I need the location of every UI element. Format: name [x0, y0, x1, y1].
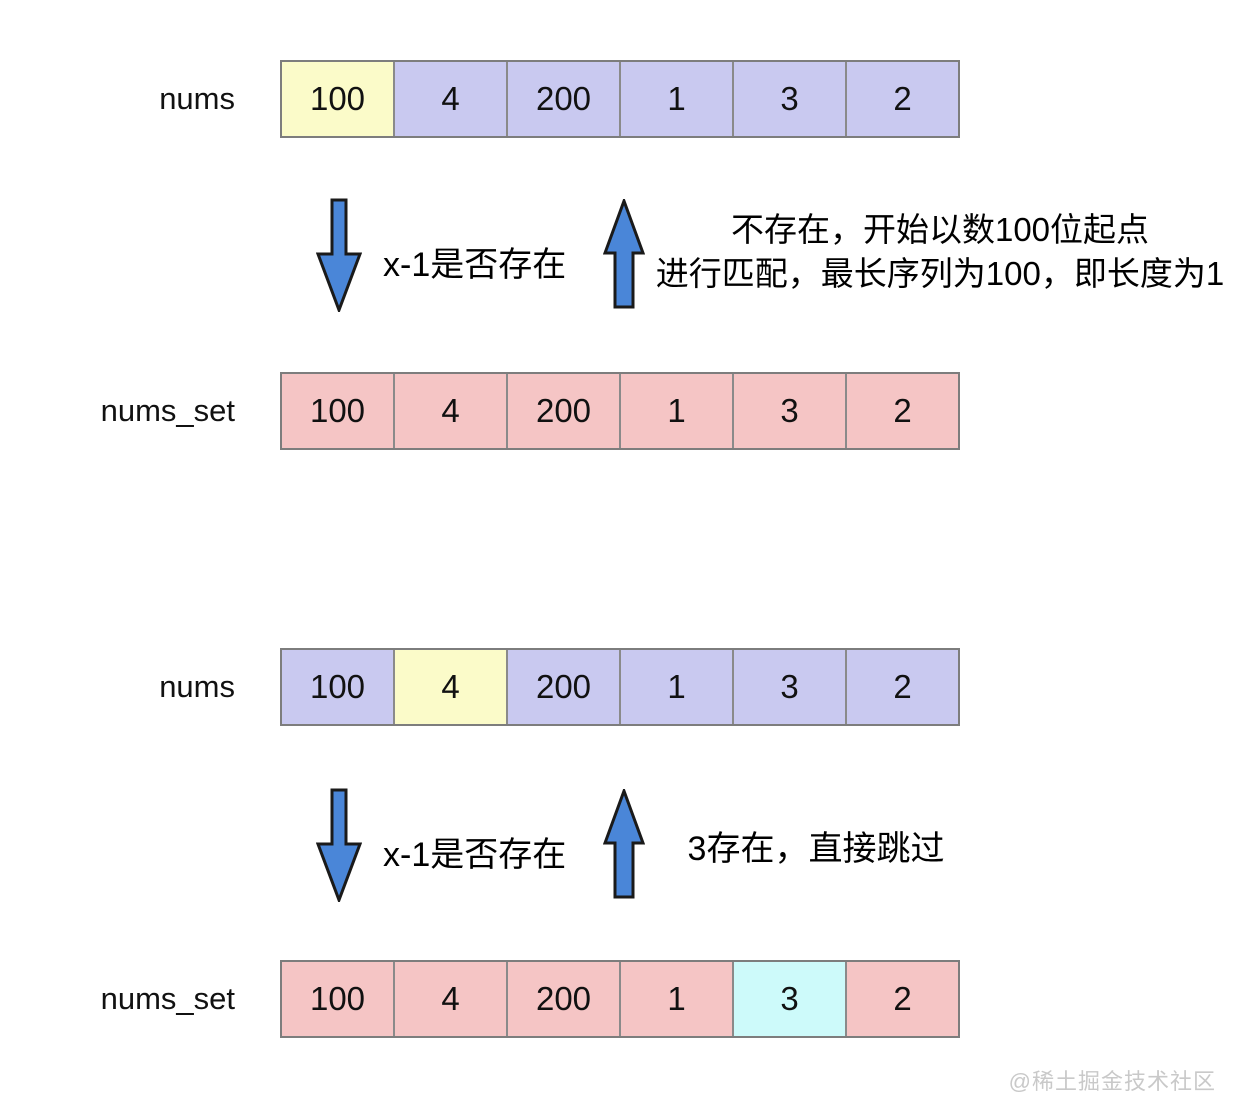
note-line: 不存在，开始以数100位起点 — [730, 211, 1150, 248]
down-arrow-label-2: x-1是否存在 — [383, 836, 567, 874]
watermark: @稀土掘金技术社区 — [1008, 1069, 1216, 1094]
array-cell: 2 — [845, 962, 958, 1036]
array-cell: 100 — [282, 62, 393, 136]
array-cell: 1 — [619, 650, 732, 724]
note-line: 3存在，直接跳过 — [687, 830, 945, 868]
array-label-nums-2: nums — [159, 669, 235, 704]
array-nums-1: 100 4 200 1 3 2 — [280, 60, 960, 138]
note-line: 进行匹配，最长序列为100，即长度为1 — [655, 255, 1225, 292]
array-cell: 200 — [506, 374, 619, 448]
array-cell: 3 — [732, 62, 845, 136]
array-cell: 200 — [506, 62, 619, 136]
array-nums-set-1: 100 4 200 1 3 2 — [280, 372, 960, 450]
array-cell: 3 — [732, 650, 845, 724]
array-nums-2: 100 4 200 1 3 2 — [280, 648, 960, 726]
array-label-nums-set-1: nums_set — [100, 393, 235, 428]
array-cell: 4 — [393, 650, 506, 724]
array-cell: 1 — [619, 962, 732, 1036]
array-cell: 3 — [732, 962, 845, 1036]
array-cell: 100 — [282, 962, 393, 1036]
array-cell: 1 — [619, 62, 732, 136]
array-cell: 200 — [506, 962, 619, 1036]
up-arrow-note-1: 不存在，开始以数100位起点 进行匹配，最长序列为100，即长度为1 — [655, 208, 1225, 296]
down-arrow-icon — [316, 788, 362, 902]
array-cell: 3 — [732, 374, 845, 448]
down-arrow-label-1: x-1是否存在 — [383, 246, 567, 284]
array-cell: 100 — [282, 374, 393, 448]
array-label-nums-set-2: nums_set — [100, 981, 235, 1016]
array-cell: 4 — [393, 62, 506, 136]
array-cell: 2 — [845, 374, 958, 448]
array-cell: 2 — [845, 62, 958, 136]
array-cell: 2 — [845, 650, 958, 724]
array-cell: 100 — [282, 650, 393, 724]
up-arrow-note-2: 3存在，直接跳过 — [660, 827, 972, 871]
array-label-nums-1: nums — [159, 81, 235, 116]
down-arrow-icon — [316, 198, 362, 312]
array-cell: 1 — [619, 374, 732, 448]
up-arrow-icon — [603, 789, 645, 899]
array-cell: 4 — [393, 374, 506, 448]
array-cell: 200 — [506, 650, 619, 724]
array-cell: 4 — [393, 962, 506, 1036]
up-arrow-icon — [603, 199, 645, 309]
array-nums-set-2: 100 4 200 1 3 2 — [280, 960, 960, 1038]
